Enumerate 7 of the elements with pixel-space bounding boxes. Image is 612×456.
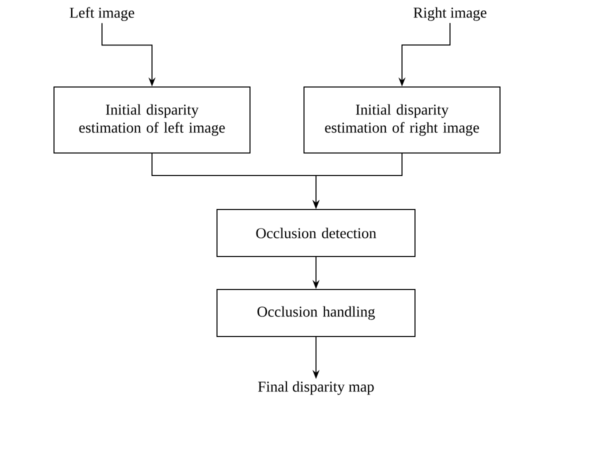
process-box: Occlusion handling <box>216 289 416 337</box>
text-label: Left image <box>70 7 134 21</box>
process-box: Occlusion detection <box>216 209 416 257</box>
text-label: Final disparity map <box>258 381 374 395</box>
text-label: Right image <box>414 7 486 21</box>
process-box: Initial disparity estimation of right image <box>304 86 500 154</box>
process-box: Initial disparity estimation of left image <box>54 86 250 154</box>
